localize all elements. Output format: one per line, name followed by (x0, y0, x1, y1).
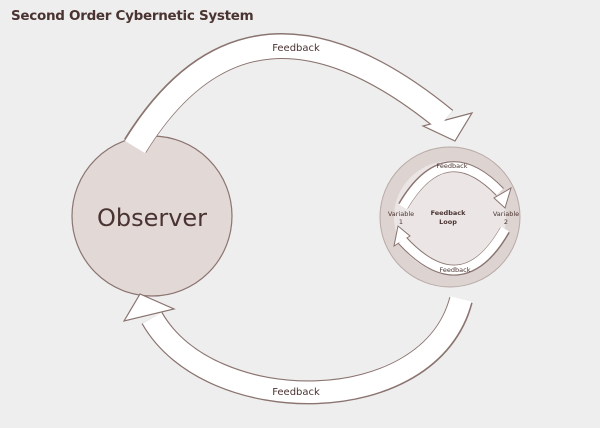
feedback-loop-label-line2: Loop (439, 218, 457, 226)
system-inner-circle (394, 161, 506, 273)
variable1-label-line2: 1 (399, 218, 403, 226)
inner-feedback-label-bottom: Feedback (440, 266, 471, 274)
inner-feedback-arrow-bottom (393, 225, 510, 276)
inner-feedback-arrow-top (398, 161, 512, 210)
diagram-title: Second Order Cybernetic System (11, 8, 254, 24)
feedback-loop-label-line1: Feedback (431, 209, 467, 217)
variable2-label-line2: 2 (504, 218, 508, 226)
feedback-label-top: Feedback (272, 43, 320, 54)
observer-label: Observer (97, 204, 207, 232)
variable2-label-line1: Variable (493, 210, 519, 218)
feedback-arrow-bottom (122, 293, 473, 405)
feedback-arrow-top (123, 33, 474, 154)
inner-feedback-label-top: Feedback (437, 162, 468, 170)
variable1-label-line1: Variable (388, 210, 414, 218)
feedback-label-bottom: Feedback (272, 387, 320, 398)
